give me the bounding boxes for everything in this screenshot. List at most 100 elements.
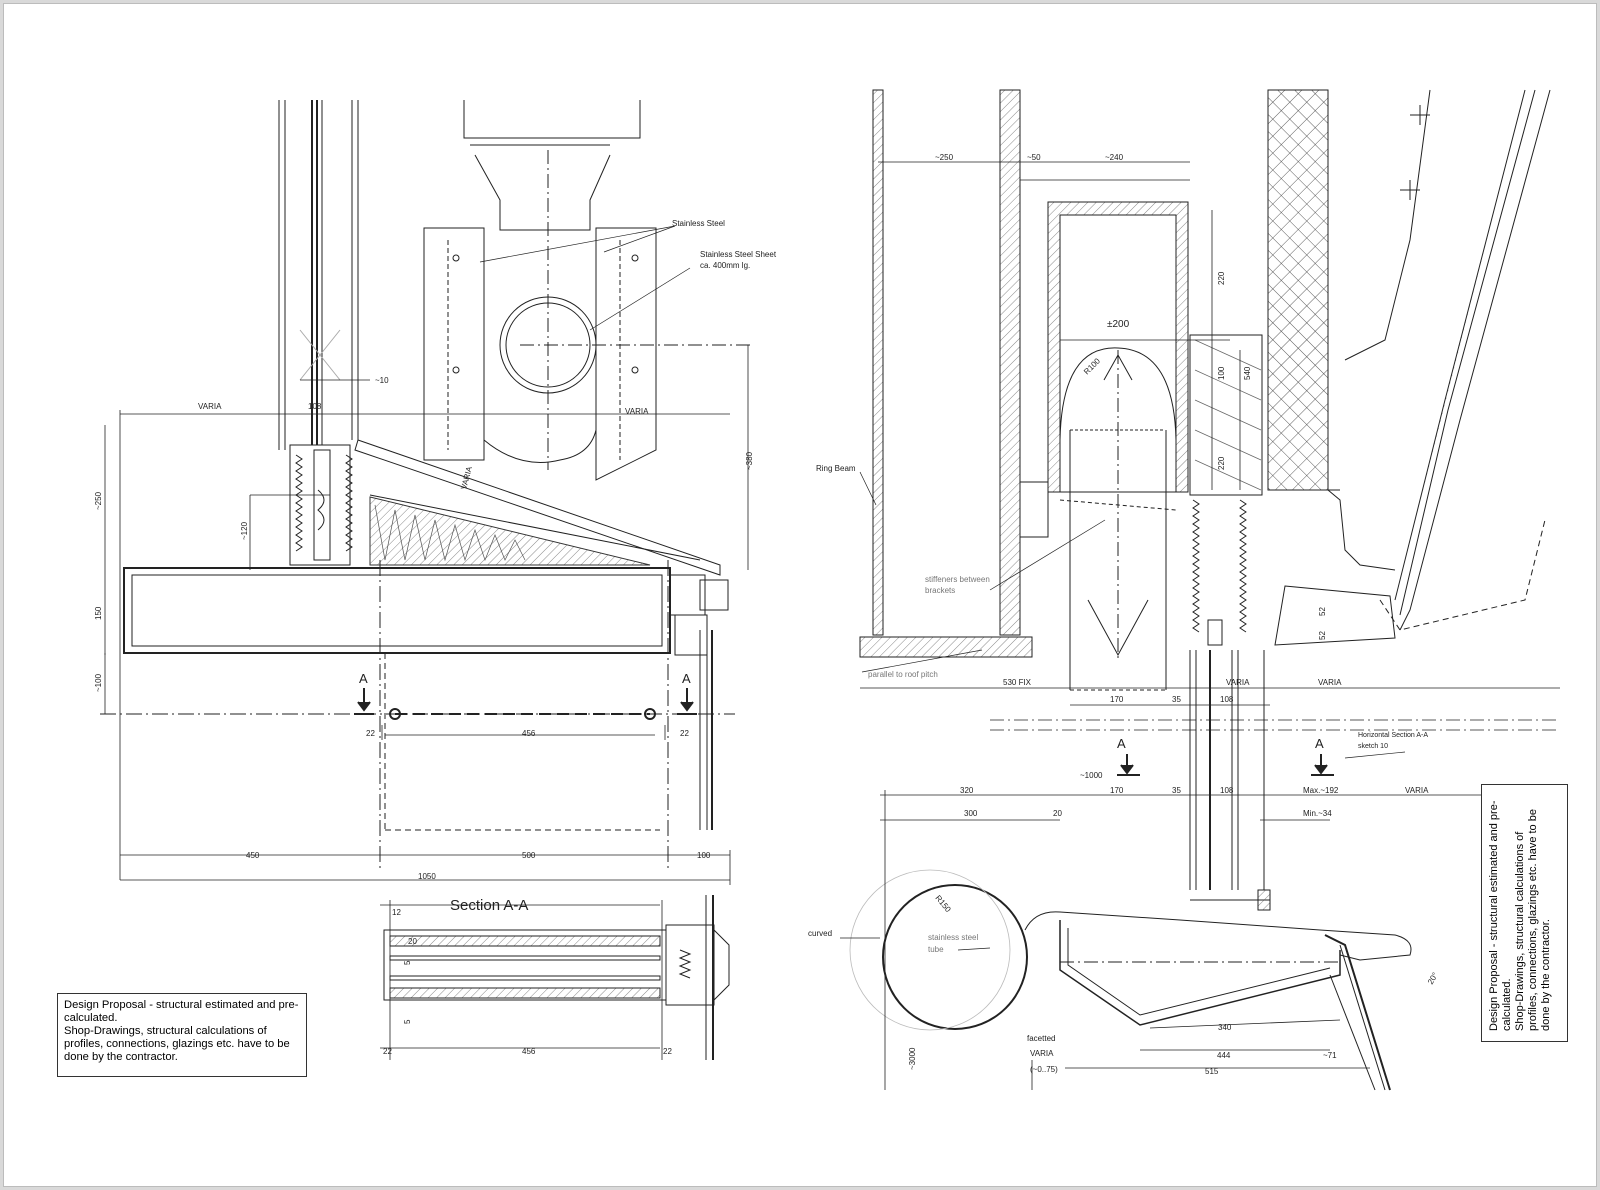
left-labels: Stainless Steel Stainless Steel Sheet ca…: [94, 219, 777, 1056]
rdim-300: 300: [964, 809, 978, 818]
section-mark-a-left: A: [359, 671, 368, 686]
rdim-varia-c: VARIA: [1405, 786, 1429, 795]
gutter-assembly: [849, 869, 1412, 1091]
label-sketch-10: sketch 10: [1358, 743, 1388, 750]
rdim-min-34: Min.~34: [1303, 809, 1332, 818]
rdim-r150: R150: [933, 894, 953, 915]
dimension-lines: [104, 345, 749, 885]
rdim-20: 20: [1053, 809, 1062, 818]
dim-5-b: 5: [403, 1019, 412, 1024]
insulation-panel: [1189, 334, 1265, 890]
label-stainless-steel: Stainless Steel: [672, 219, 725, 228]
label-tube: tube: [928, 945, 944, 954]
rdim-444: 444: [1217, 1051, 1231, 1060]
rdim-250: ~250: [935, 153, 954, 162]
dim-varia-1: VARIA: [198, 402, 222, 411]
note-box-right: Design Proposal - structural estimated a…: [1481, 784, 1568, 1042]
rdim-3000: ~3000: [908, 1047, 917, 1070]
section-mark-a-right: A: [682, 671, 691, 686]
note-left-line-2: Shop-Drawings, structural calculations o…: [64, 1025, 290, 1063]
glazing-mullion: [278, 100, 359, 566]
section-a-a-detail: [380, 895, 730, 1060]
section-mark-a-r2: A: [1315, 736, 1324, 751]
rdim-max-192: Max.~192: [1303, 786, 1339, 795]
rdim-320: 320: [960, 786, 974, 795]
label-stainless-tube: stainless steel: [928, 933, 978, 942]
dim-22-b: 22: [680, 729, 689, 738]
dim-22-a: 22: [366, 729, 375, 738]
rdim-50: ~50: [1027, 153, 1041, 162]
rdim-200: ±200: [1107, 319, 1130, 330]
section-marker-a-left: [354, 688, 374, 715]
dim-12: 12: [392, 908, 401, 917]
section-marker-a-right-2: [1311, 754, 1334, 776]
right-leaders: [840, 471, 1406, 951]
right-dimension-lines: [860, 161, 1560, 1090]
dim-20: 20: [408, 937, 417, 946]
note-right-line-1: Design Proposal - structural estimated a…: [1488, 800, 1513, 1032]
dim-10: ~10: [375, 376, 389, 385]
rdim-108-b: 108: [1220, 786, 1234, 795]
dim-1050: 1050: [418, 872, 436, 881]
rdim-240: ~240: [1105, 153, 1124, 162]
label-horizontal-section: Horizontal Section A-A: [1358, 732, 1428, 739]
dim-120: ~120: [240, 521, 249, 540]
bracket-assembly: [423, 100, 750, 481]
rdim-35-a: 35: [1172, 695, 1181, 704]
roof-buildup: [1267, 89, 1551, 646]
label-parallel-roof-pitch: parallel to roof pitch: [868, 670, 938, 679]
rdim-52-a: 52: [1318, 607, 1327, 616]
rdim-52-b: 52: [1318, 631, 1327, 640]
rdim-340: 340: [1218, 1023, 1232, 1032]
left-detail: [100, 100, 750, 1060]
right-labels: Ring Beam stiffeners between brackets pa…: [808, 153, 1440, 1076]
dim-450: 450: [246, 851, 260, 860]
label-steel-sheet-length: ca. 400mm lg.: [700, 261, 750, 270]
note-box-left: Design Proposal - structural estimated a…: [57, 993, 307, 1077]
dim-100-vertical: ~100: [94, 673, 103, 692]
dim-456-a: 456: [522, 729, 536, 738]
rdim-varia-d: VARIA: [1030, 1049, 1054, 1058]
drawing-sheet: [3, 3, 1597, 1187]
section-marker-a-right: [677, 688, 697, 715]
dim-5-a: 5: [403, 960, 412, 965]
rdim-530-fix: 530 FIX: [1003, 678, 1032, 687]
section-marker-a-right-1: [1117, 754, 1140, 776]
rdim-100: 100: [1217, 366, 1226, 380]
rdim-varia-a: VARIA: [1226, 678, 1250, 687]
rdim-220-a: 220: [1217, 271, 1226, 285]
section-cut-line: [389, 708, 656, 720]
rdim-1000: ~1000: [1080, 771, 1103, 780]
box-column: [1047, 201, 1189, 691]
dim-varia-2: VARIA: [625, 407, 649, 416]
dim-380: ~380: [745, 451, 754, 470]
dim-250: ~250: [94, 491, 103, 510]
right-centerlines: [990, 719, 1560, 731]
dim-500: 500: [522, 851, 536, 860]
ring-beam: [859, 89, 1049, 658]
rdim-540: 540: [1243, 366, 1252, 380]
section-title: Section A-A: [450, 897, 528, 914]
dim-456-b: 456: [522, 1047, 536, 1056]
rdim-35-b: 35: [1172, 786, 1181, 795]
dim-22-d: 22: [663, 1047, 672, 1056]
rdim-108-a: 108: [1220, 695, 1234, 704]
label-curved: curved: [808, 929, 832, 938]
dim-varia-3: VARIA: [459, 465, 474, 491]
label-ring-beam: Ring Beam: [816, 464, 856, 473]
label-steel-sheet: Stainless Steel Sheet: [700, 250, 777, 259]
leader-lines: [479, 225, 691, 331]
rdim-20-deg: 20°: [1426, 971, 1440, 986]
rdim-71: ~71: [1323, 1051, 1337, 1060]
dim-100: 100: [697, 851, 711, 860]
label-brackets: brackets: [925, 586, 955, 595]
rdim-0-75: (~0..75): [1030, 1065, 1058, 1074]
label-facetted: facetted: [1027, 1034, 1055, 1043]
note-left-line-1: Design Proposal - structural estimated a…: [64, 999, 299, 1024]
section-mark-a-r1: A: [1117, 736, 1126, 751]
rdim-170-a: 170: [1110, 695, 1124, 704]
box-beam: [123, 567, 729, 830]
rdim-170-b: 170: [1110, 786, 1124, 795]
label-stiffeners: stiffeners between: [925, 575, 990, 584]
